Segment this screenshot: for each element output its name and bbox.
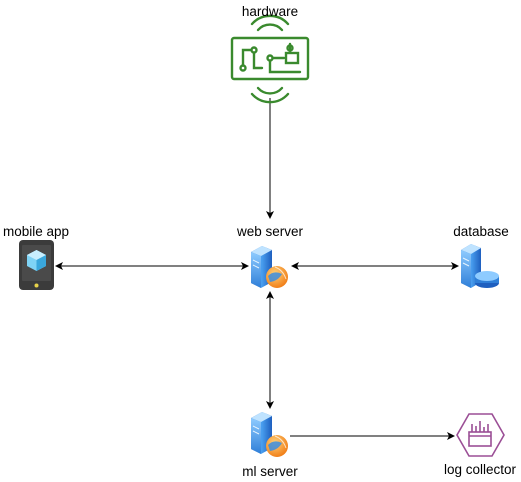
web-server-label: web server — [236, 224, 304, 239]
hardware-node[interactable]: hardware — [230, 4, 310, 104]
circuit-board-icon — [230, 14, 310, 104]
server-icon — [251, 246, 288, 288]
mobile-app-label: mobile app — [3, 224, 69, 239]
web-server-node[interactable]: web server — [236, 224, 304, 288]
server-icon — [251, 412, 288, 457]
ml-server-node[interactable]: ml server — [242, 412, 298, 479]
ml-server-label: ml server — [242, 464, 298, 479]
mobile-app-node[interactable]: mobile app — [3, 224, 69, 290]
log-collector-icon — [456, 413, 505, 457]
mobile-phone-icon — [19, 240, 54, 290]
database-node[interactable]: database — [453, 224, 509, 288]
database-label: database — [453, 224, 509, 239]
hardware-label: hardware — [242, 4, 298, 19]
log-collector-node[interactable]: log collector — [444, 413, 517, 477]
log-collector-label: log collector — [444, 462, 517, 477]
database-server-icon — [461, 244, 499, 288]
